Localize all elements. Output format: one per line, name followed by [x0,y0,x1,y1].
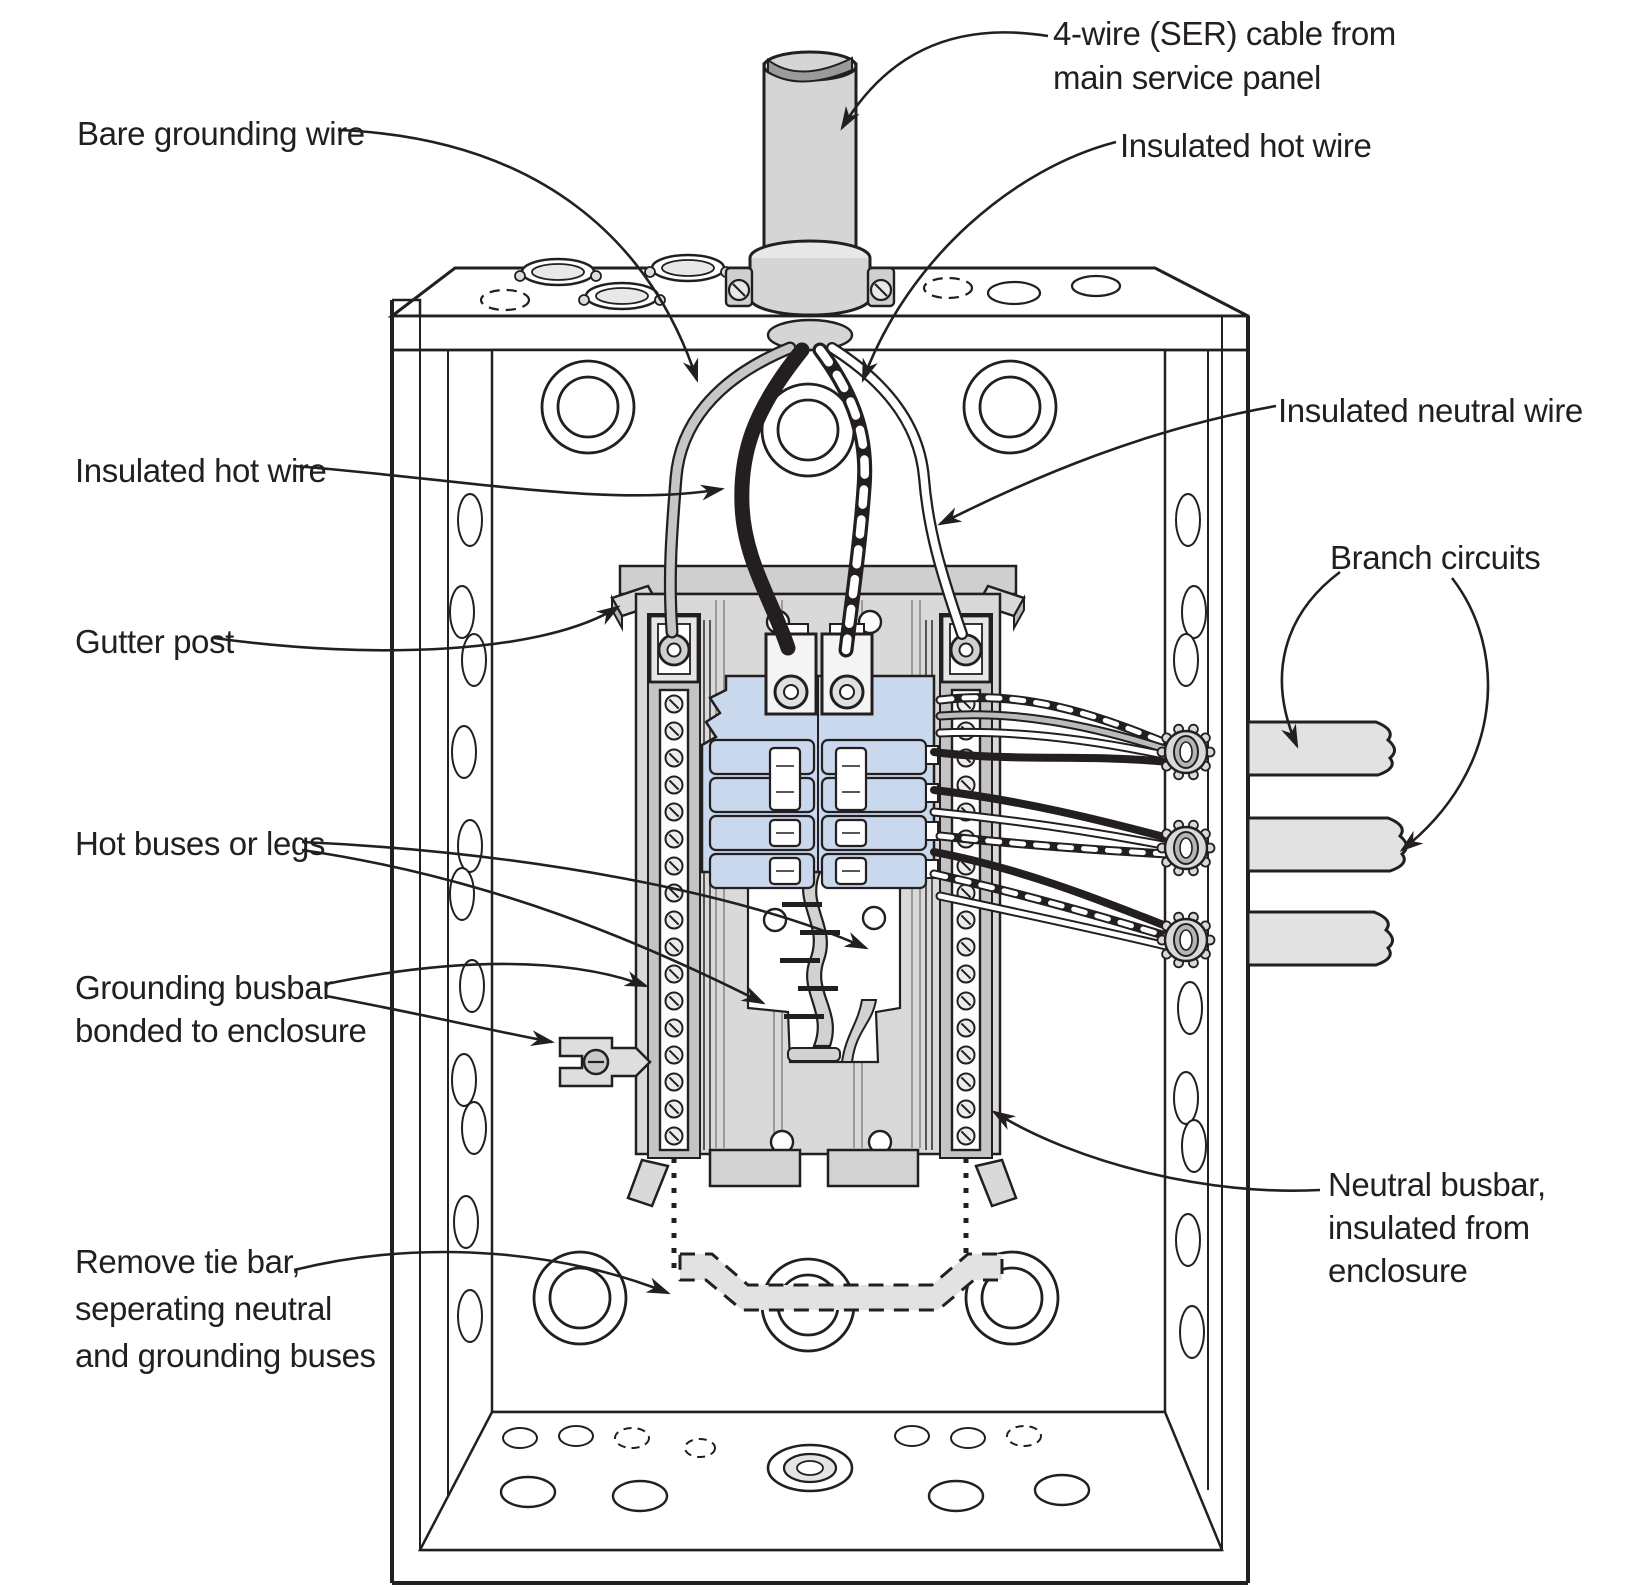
leader-ser-cable [840,31,1049,131]
gutter-post-bottom-right [974,1158,1018,1208]
label-remove-tie-bar: Remove tie bar, seperating neutral and g… [75,1243,376,1374]
branch-circuit-wires [929,693,1173,951]
bare-grounding-wire [663,341,797,639]
leader-neutral [937,404,1277,526]
ground-bond-lug [558,1036,652,1088]
leader-hot-left [293,464,725,501]
leader-grounding-busbar-1 [325,962,649,988]
hot-bus-legs [746,870,902,1064]
floor-knockouts [499,1425,1091,1513]
label-ser-cable: 4-wire (SER) cable from main service pan… [1053,15,1396,96]
leader-remove-tie [293,1250,671,1295]
label-insulated-hot-wire-left: Insulated hot wire [75,452,327,489]
top-face-knockouts [479,253,1122,312]
leader-lines [213,31,1490,1295]
leader-hot-buses-2 [301,848,766,1005]
leader-grounding-busbar-2 [325,994,555,1047]
tie-bar-removed [671,1158,1004,1312]
insulated-hot-wire-striped [812,342,873,658]
left-wall-knockout-slots [449,493,487,1343]
label-insulated-hot-wire-right: Insulated hot wire [1120,127,1372,164]
insulated-hot-wire-black [734,342,810,656]
main-lugs [764,623,874,716]
leader-gutter-post [213,605,621,652]
label-neutral-busbar: Neutral busbar, insulated from enclosure [1328,1166,1546,1289]
label-branch-circuits: Branch circuits [1330,539,1541,576]
leader-hot-right [861,140,1117,383]
label-bare-grounding-wire: Bare grounding wire [77,115,365,152]
gutter-post-bottom-left [626,1158,670,1208]
insulated-neutral-wire [826,342,968,640]
branch-circuit-cables [1246,720,1408,967]
feed-wires [663,341,968,658]
leader-branch-2 [1399,577,1490,852]
leader-branch-1 [1280,570,1341,749]
label-grounding-busbar: Grounding busbar bonded to enclosure [75,969,367,1049]
label-hot-buses: Hot buses or legs [75,825,325,862]
leader-bare-grounding [337,128,699,383]
leader-neutral-busbar [991,1110,1321,1192]
label-gutter-post: Gutter post [75,623,234,660]
cable-clamp-locknuts [1156,723,1216,969]
leader-hot-buses-1 [301,840,869,950]
label-insulated-neutral-wire: Insulated neutral wire [1278,392,1583,429]
ser-cable [724,50,896,352]
